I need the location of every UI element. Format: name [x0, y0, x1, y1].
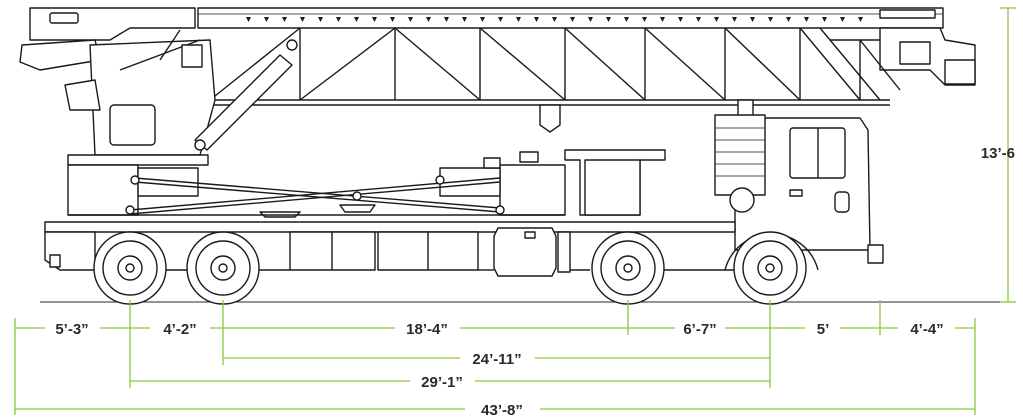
dim-height: 13’-6 — [981, 145, 1015, 162]
dim-rear-axle-spacing: 4’-2” — [163, 321, 196, 338]
scissor-lift — [67, 151, 566, 218]
ladder-truss — [209, 27, 901, 101]
dim-front-axle-spacing: 6’-7” — [683, 321, 716, 338]
chassis — [44, 221, 736, 277]
wheel-front-1 — [591, 231, 665, 305]
pump-module — [539, 99, 754, 216]
truck-cab — [714, 114, 884, 264]
fuel-tank — [493, 227, 557, 277]
aerial-ladder — [197, 7, 976, 106]
dim-front-overhang: 5’-3” — [55, 321, 88, 338]
dim-wheelbase-a: 24’-11” — [472, 351, 521, 368]
wheel-rear-1 — [93, 231, 167, 305]
dim-middle-span: 18’-4” — [406, 321, 448, 338]
dim-rear-overhang: 4’-4” — [910, 321, 943, 338]
dimension-lines — [14, 7, 1016, 415]
dim-cab-section: 5’ — [817, 321, 830, 338]
ladder-rung-markers — [246, 17, 863, 22]
dim-overall-length: 43’-8” — [481, 402, 523, 419]
wheel-rear-2 — [186, 231, 260, 305]
turntable — [19, 7, 298, 166]
dim-wheelbase-b: 29’-1” — [421, 374, 463, 391]
